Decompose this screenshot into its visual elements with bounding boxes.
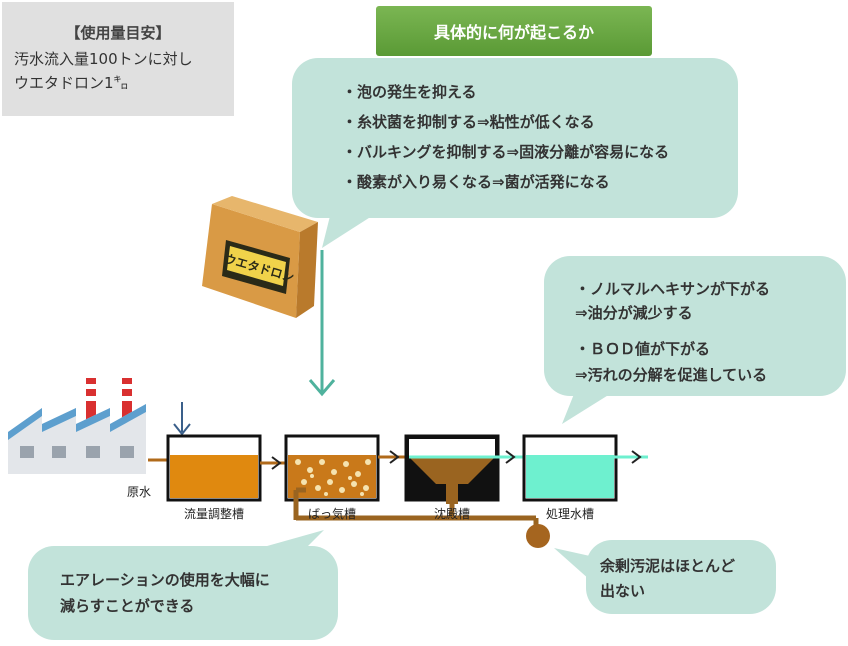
aeration-bubbles [294, 459, 371, 496]
water-quality-item: ⇒汚れの分解を促進している [575, 366, 768, 384]
sludge-bubble-tail [554, 548, 590, 580]
usage-guideline-line: ウエタドロン1㌔ [14, 74, 129, 92]
usage-guideline-box [2, 2, 234, 116]
aeration-note: エアレーションの使用を大幅に [60, 571, 270, 589]
aeration-note: 減らすことができる [60, 597, 195, 615]
tank-label: 流量調整槽 [183, 507, 244, 521]
water-quality-item: ・ノルマルヘキサンが下がる [575, 280, 771, 298]
effect-item: ・泡の発生を抑える [342, 83, 477, 101]
tank-label: 沈殿槽 [433, 507, 470, 521]
aeration-tank [284, 434, 380, 502]
sludge-bubble [586, 540, 776, 614]
factory-icon [8, 378, 146, 474]
water-quality-item: ⇒油分が減少する [575, 304, 693, 322]
treated-water-tank [522, 434, 618, 502]
usage-guideline-title: 【使用量目安】 [65, 24, 171, 42]
dosing-arrow-head [308, 379, 336, 397]
sludge-note: 出ない [600, 582, 646, 600]
flow-regulation-tank [166, 434, 262, 502]
effects-bubble-tail [322, 216, 372, 248]
effect-item: ・酸素が入り易くなる⇒菌が活発になる [342, 173, 610, 191]
product-box-label: ウエタドロン [223, 252, 296, 285]
effect-item: ・バルキングを抑制する⇒固液分離が容易になる [342, 143, 670, 161]
raw-water-label: 原水 [127, 485, 152, 499]
effects-bubble [292, 58, 738, 218]
water-quality-bubble-tail [562, 394, 610, 424]
water-quality-item: ・ＢＯＤ値が下がる [575, 340, 711, 358]
sedimentation-tank [404, 434, 500, 502]
aeration-bubble [28, 546, 338, 640]
product-box [202, 196, 318, 318]
tank-label: 処理水槽 [545, 507, 594, 521]
usage-guideline-line: 汚水流入量100トンに対し [14, 50, 193, 68]
water-quality-bubble [544, 256, 846, 396]
tank-label: ばっ気槽 [307, 507, 356, 521]
sludge-note: 余剰汚泥はほとんど [600, 557, 736, 575]
effect-item: ・糸状菌を抑制する⇒粘性が低くなる [342, 113, 595, 131]
excess-sludge [526, 524, 550, 548]
what-happens-header: 具体的に何が起こるか [376, 6, 652, 56]
